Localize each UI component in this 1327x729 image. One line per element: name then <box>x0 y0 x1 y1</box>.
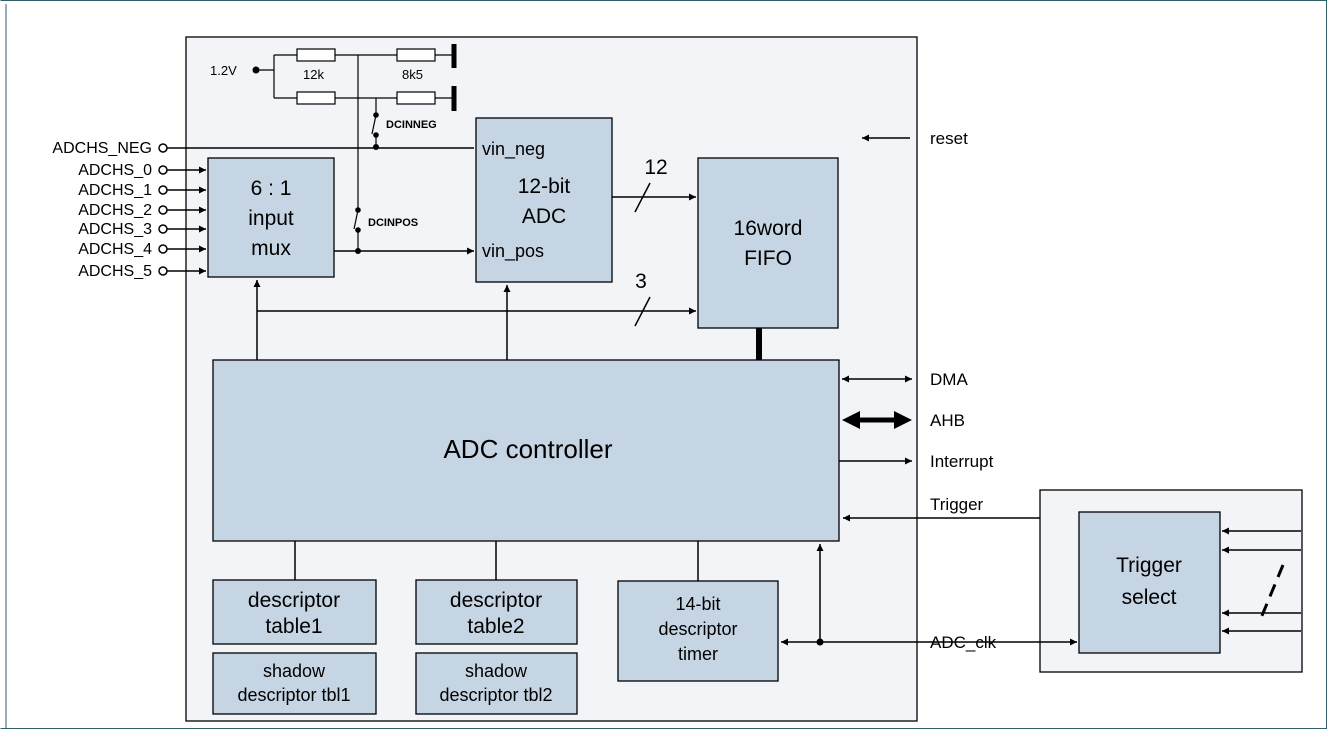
adc-vin-pos-label: vin_pos <box>482 241 544 262</box>
adc-controller-label: ADC controller <box>443 434 612 464</box>
shadow-descriptor-tbl1: shadow descriptor tbl1 <box>212 652 377 715</box>
shadow-descriptor-tbl2-block <box>415 652 578 715</box>
pin-label-adchs-3: ADCHS_3 <box>78 221 152 238</box>
adc-line1: 12-bit <box>518 175 571 198</box>
trigger-select-block <box>1078 511 1221 654</box>
descriptor-timer-block <box>617 580 779 682</box>
trigger-source-inputs <box>1222 527 1301 635</box>
pin-label-adchs-0: ADCHS_0 <box>78 162 152 179</box>
input-pins: ADCHS_NEG ADCHS_0 ADCHS_1 ADCHS_2 ADCHS_… <box>52 140 474 280</box>
shadow-descriptor-tbl1-line1: shadow <box>263 661 326 681</box>
port-adc-clk-label: ADC_clk <box>930 633 997 652</box>
port-interrupt-label: Interrupt <box>930 452 994 471</box>
pin-adchs-neg <box>158 143 168 153</box>
input-mux-line2: input <box>248 207 294 230</box>
pin-label-adchs-4: ADCHS_4 <box>78 241 152 258</box>
adc-block <box>475 117 613 283</box>
adc-core: vin_neg 12-bit ADC vin_pos <box>475 117 613 283</box>
resistor-8k5-label: 8k5 <box>402 67 423 82</box>
input-mux: 6 : 1 input mux <box>207 157 335 278</box>
switch-dcinneg-label: DCINNEG <box>386 119 437 131</box>
fifo-line1: 16word <box>734 217 803 240</box>
pin-adchs-3 <box>158 224 168 234</box>
ctrl-bus-width-label: 3 <box>635 270 647 293</box>
pin-adchs-1 <box>158 185 168 195</box>
adc-line2: ADC <box>522 205 566 228</box>
supply-voltage-label: 1.2V <box>210 63 237 78</box>
ahb-link <box>842 411 912 429</box>
input-mux-line1: 6 : 1 <box>251 177 292 200</box>
trigger-select-line1: Trigger <box>1116 554 1182 577</box>
switch-dcinneg <box>371 114 377 135</box>
data-bus-width-label: 12 <box>644 156 667 179</box>
descriptor-timer-line1: 14-bit <box>675 594 720 614</box>
port-trigger-label: Trigger <box>930 495 984 514</box>
pin-label-adchs-2: ADCHS_2 <box>78 202 152 219</box>
shadow-descriptor-tbl2: shadow descriptor tbl2 <box>415 652 578 715</box>
input-mux-line3: mux <box>251 237 291 260</box>
pin-label-adchs-5: ADCHS_5 <box>78 263 152 280</box>
shadow-descriptor-tbl1-block <box>212 652 377 715</box>
shadow-descriptor-tbl2-line2: descriptor tbl2 <box>439 685 552 705</box>
fifo-block <box>697 157 839 329</box>
resistor-12k-label: 12k <box>303 67 324 82</box>
descriptor-table1-line2: table1 <box>265 615 322 638</box>
adc-vin-neg-label: vin_neg <box>482 139 545 160</box>
port-reset-label: reset <box>930 129 968 148</box>
adc-controller-block <box>212 359 840 542</box>
switch-dcinpos-label: DCINPOS <box>368 217 418 229</box>
descriptor-timer: 14-bit descriptor timer <box>617 580 779 682</box>
shadow-descriptor-tbl1-line2: descriptor tbl1 <box>237 685 350 705</box>
pin-adchs-4 <box>158 244 168 254</box>
resistor-12k-top <box>296 48 336 62</box>
descriptor-table2-line1: descriptor <box>450 589 542 612</box>
resistor-12k-bottom <box>296 91 336 105</box>
pin-label-adchs-1: ADCHS_1 <box>78 182 152 199</box>
pin-adchs-0 <box>158 165 168 175</box>
trigger-select-line2: select <box>1122 586 1177 609</box>
fifo: 16word FIFO <box>697 157 839 329</box>
descriptor-table1-block <box>212 579 377 645</box>
pin-adchs-5 <box>158 266 168 276</box>
pin-adchs-2 <box>158 205 168 215</box>
descriptor-timer-line3: timer <box>678 644 718 664</box>
pin-label-adchs-neg: ADCHS_NEG <box>52 140 152 157</box>
descriptor-table1-line1: descriptor <box>248 589 340 612</box>
descriptor-table2-line2: table2 <box>467 615 524 638</box>
port-dma-label: DMA <box>930 370 968 389</box>
resistor-network: 1.2V 12k 8k5 DCINPOS DCINNEG <box>210 44 457 254</box>
switch-dcinpos <box>353 209 359 230</box>
trigger-select: Trigger select <box>1078 511 1221 654</box>
descriptor-table1: descriptor table1 <box>212 579 377 645</box>
resistor-8k5-bottom <box>396 91 436 105</box>
descriptor-table2: descriptor table2 <box>415 579 578 645</box>
descriptor-timer-line2: descriptor <box>658 619 737 639</box>
adc-controller: ADC controller <box>212 359 840 542</box>
descriptor-table2-block <box>415 579 578 645</box>
fifo-line2: FIFO <box>744 247 792 270</box>
input-mux-block <box>207 157 335 278</box>
port-ahb-label: AHB <box>930 411 965 430</box>
shadow-descriptor-tbl2-line1: shadow <box>465 661 528 681</box>
resistor-8k5-top <box>396 48 436 62</box>
